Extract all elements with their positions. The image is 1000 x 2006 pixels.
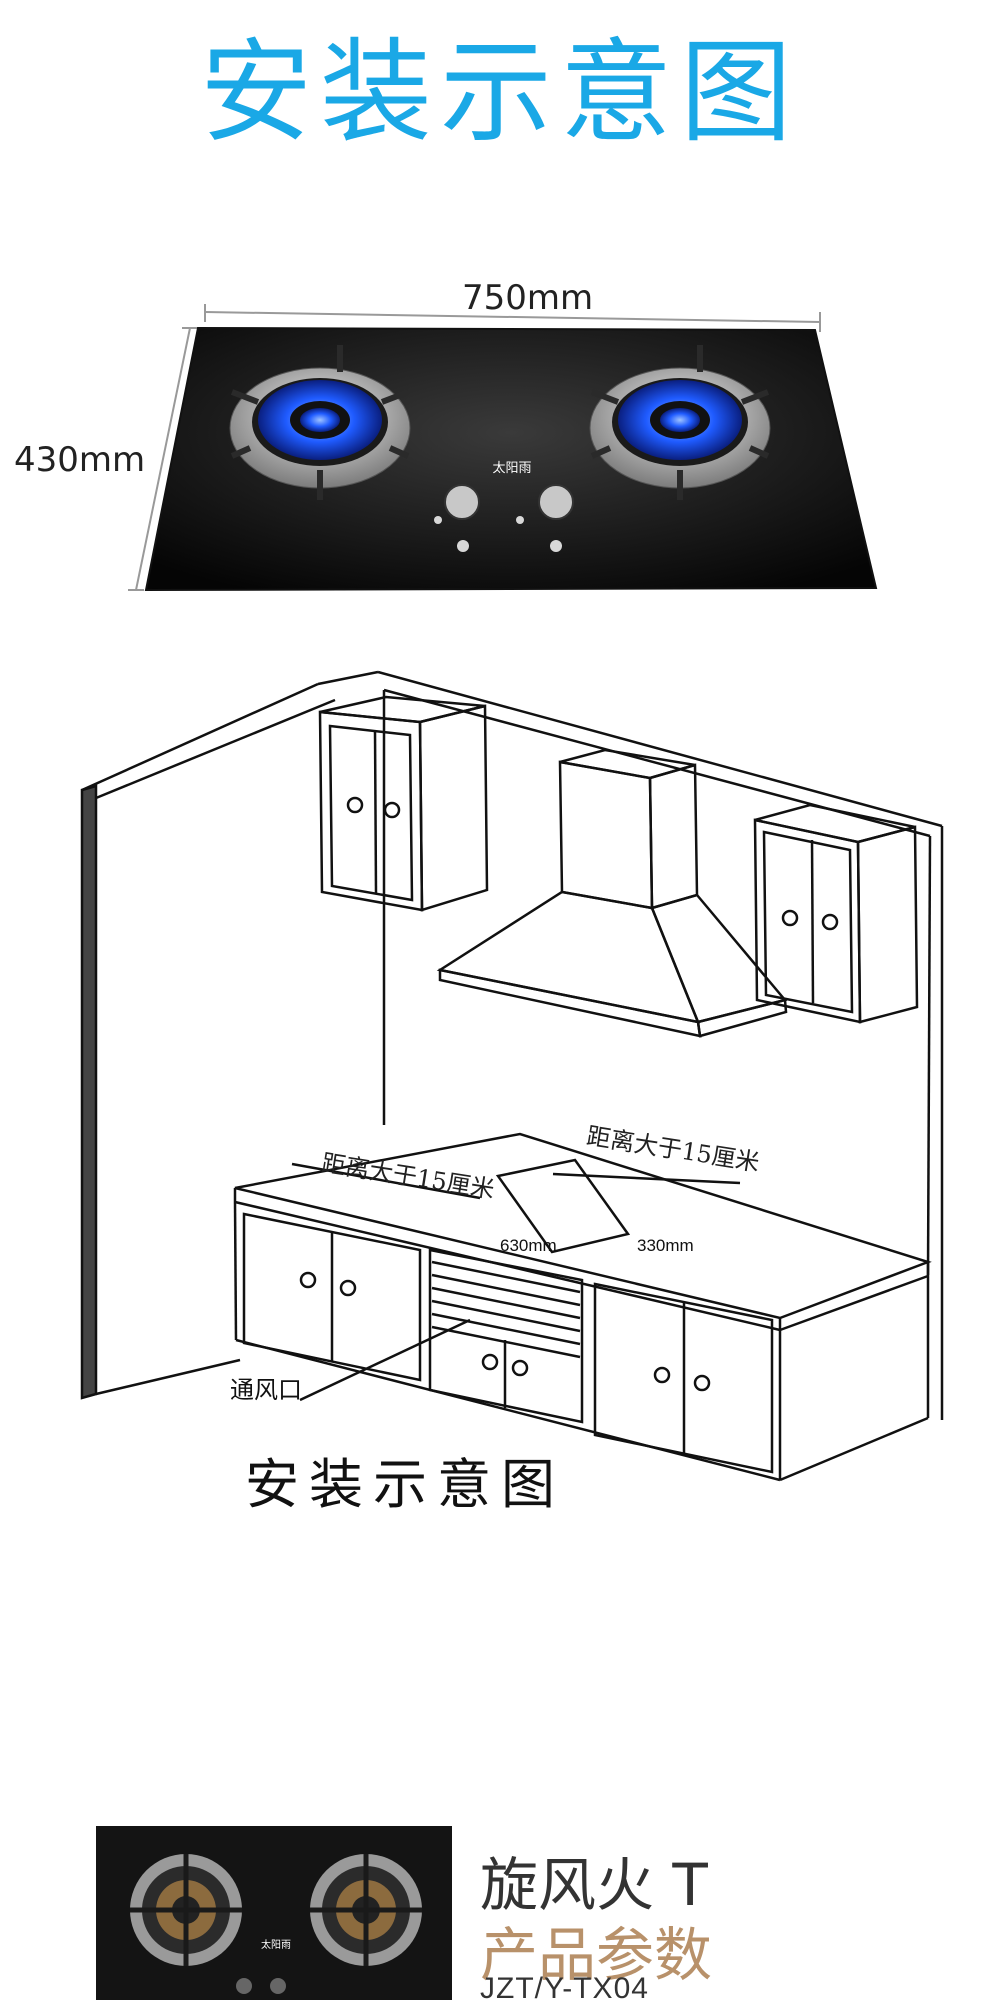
range-hood <box>436 748 788 1038</box>
brand-mark: 太阳雨 <box>492 461 531 476</box>
kitchen-installation-drawing <box>80 670 944 1482</box>
product-model: JZT/Y-TX04 <box>480 1972 649 2005</box>
cooktop-cutout <box>495 1158 631 1254</box>
vent-panel <box>428 1248 584 1424</box>
product-name: 旋风火 T <box>480 1851 708 1919</box>
right-burner <box>589 345 771 500</box>
product-photo: 太阳雨 <box>96 1826 452 2000</box>
cutout-width-label: 630mm <box>500 1236 557 1255</box>
depth-dimension-line <box>128 327 198 591</box>
control-knobs <box>434 484 574 552</box>
depth-label: 430mm <box>14 440 146 480</box>
width-label: 750mm <box>462 278 594 318</box>
left-burner <box>229 345 411 500</box>
upper-cabinet-left <box>318 695 489 912</box>
side-wall <box>80 682 336 1400</box>
product-burner-left <box>130 1854 242 1966</box>
width-dimension-line <box>204 304 821 332</box>
diagram-caption: 安装示意图 <box>245 1453 565 1516</box>
cutout-depth-label: 330mm <box>637 1236 694 1255</box>
upper-cabinet-right <box>753 803 919 1024</box>
page-title: 安装示意图 <box>200 28 800 158</box>
base-cabinets <box>233 1201 930 1482</box>
product-params-heading: 产品参数 <box>480 1921 713 1989</box>
product-burner-right <box>310 1854 422 1966</box>
vent-label: 通风口 <box>230 1376 302 1404</box>
stove-dimension-diagram: 太阳雨 <box>128 304 878 592</box>
product-brand-mark: 太阳雨 <box>261 1938 291 1951</box>
